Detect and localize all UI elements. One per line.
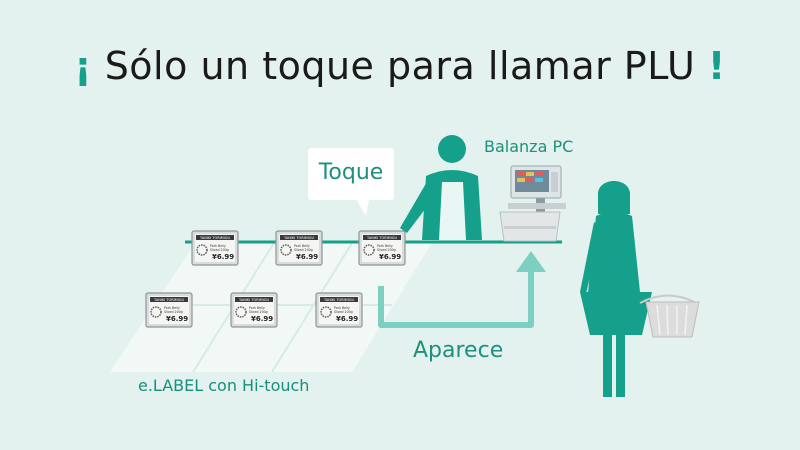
person-customer-icon (580, 181, 652, 397)
scale-label: Balanza PC (484, 137, 574, 156)
touch-target-icon (150, 306, 162, 318)
tag-header-text: TANIKI TORIMIGU (323, 298, 354, 302)
tag-name-text: Sliced 200g (249, 310, 268, 314)
tag-header-text: TANIKI TORIMIGU (366, 236, 397, 240)
tag-price-text: ¥6.99 (251, 315, 273, 323)
tag-price-text: ¥6.99 (166, 315, 188, 323)
tag-name-text: Pork Belly (210, 244, 226, 248)
bubble-label: Toque (318, 160, 384, 185)
appears-label: Aparece (413, 338, 504, 363)
tag-name-text: Pork Belly (377, 244, 393, 248)
page-title: ¡ Sólo un toque para llamar PLU ! (0, 44, 800, 88)
arrow-up-icon (516, 251, 546, 272)
tag-price-text: ¥6.99 (379, 253, 401, 261)
tag-name-text: Pork Belly (334, 306, 350, 310)
tag-name-text: Sliced 200g (210, 248, 229, 252)
touch-target-icon (363, 244, 375, 256)
bubble-tail (356, 199, 369, 216)
tag-header-text: TANIKI TORIMIGU (153, 298, 184, 302)
flow-arrow-line (378, 265, 534, 328)
clerk-apron (439, 182, 466, 240)
title-open-mark: ¡ (74, 44, 93, 88)
tag-name-text: Pork Belly (294, 244, 310, 248)
touch-target-icon (235, 306, 247, 318)
pc-scale-icon (499, 165, 566, 242)
tag-price-text: ¥6.99 (212, 253, 234, 261)
tag-price-text: ¥6.99 (296, 253, 318, 261)
tag-name-text: Sliced 200g (377, 248, 396, 252)
tag-name-text: Sliced 200g (334, 310, 353, 314)
tag-name-text: Sliced 200g (164, 310, 183, 314)
tag-header-text: TANIKI TORIMIGU (283, 236, 314, 240)
tag-name-text: Pork Belly (249, 306, 265, 310)
title-close-mark: ! (707, 44, 726, 88)
shelf-label: e.LABEL con Hi-touch (138, 376, 310, 395)
tag-name-text: Sliced 200g (294, 248, 313, 252)
touch-target-icon (196, 244, 208, 256)
tag-header-text: TANIKI TORIMIGU (238, 298, 269, 302)
shopping-basket-icon (639, 294, 700, 338)
tag-header-text: TANIKI TORIMIGU (199, 236, 230, 240)
toque-bubble: Toque (308, 148, 394, 200)
tag-name-text: Pork Belly (164, 306, 180, 310)
touch-target-icon (280, 244, 292, 256)
title-text: Sólo un toque para llamar PLU (104, 44, 696, 88)
touch-target-icon (320, 306, 332, 318)
tag-price-text: ¥6.99 (336, 315, 358, 323)
